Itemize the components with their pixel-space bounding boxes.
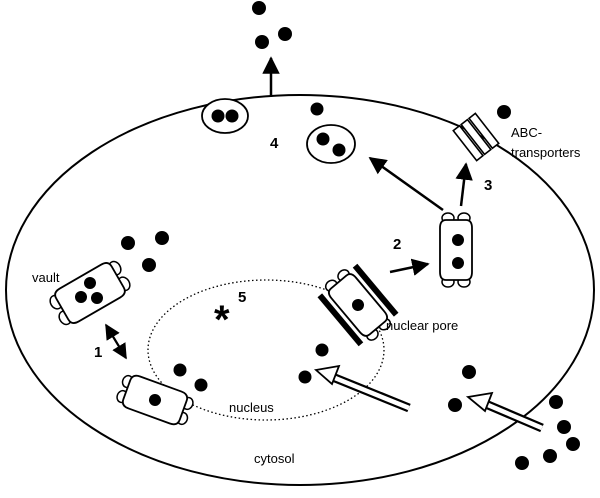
nucleus-label: nucleus — [229, 400, 274, 415]
nucleus-envelope — [147, 279, 385, 421]
step-3-label: 3 — [484, 177, 492, 194]
cytosol-drugs — [121, 231, 169, 272]
arrow-to-vesicle — [368, 156, 444, 212]
abc-label-line2: transporters — [511, 145, 581, 160]
vesicle-right — [306, 124, 356, 164]
abc-label-line1: ABC- — [511, 125, 542, 140]
nucleus-drugs — [173, 343, 329, 392]
step-1-label: 1 — [94, 344, 102, 361]
vault-left-contents — [75, 277, 103, 304]
abc-transporter — [452, 112, 500, 162]
cell-membrane — [5, 94, 595, 486]
membrane-drugs-inside — [448, 365, 476, 412]
vault-at-nuclear-pore — [317, 263, 399, 347]
vault-capsule-left — [49, 260, 131, 326]
cytosol-label: cytosol — [254, 451, 295, 466]
step-5-label: 5 — [238, 289, 246, 306]
vesicle-left — [201, 98, 249, 134]
drug-dot-exported — [497, 105, 511, 119]
arrow-step-1 — [105, 323, 127, 360]
step-2-label: 2 — [393, 236, 401, 253]
step-4-label: 4 — [270, 135, 279, 152]
arrow-pore-to-capsule — [389, 258, 430, 276]
asterisk-marker: * — [214, 298, 230, 342]
influx-arrow-nucleus — [313, 364, 411, 413]
vault-capsule-right — [439, 212, 473, 288]
arrow-to-transporter — [455, 162, 473, 207]
vault-capsule-nucleus — [116, 374, 194, 426]
extracellular-drugs-bottom — [515, 395, 580, 470]
drug-dot-near-vesicle — [310, 102, 324, 116]
vault-label: vault — [32, 270, 60, 285]
extracellular-drugs-top — [252, 1, 292, 49]
influx-arrow-membrane — [465, 391, 544, 433]
nuclear-pore-label: nuclear pore — [386, 318, 458, 333]
